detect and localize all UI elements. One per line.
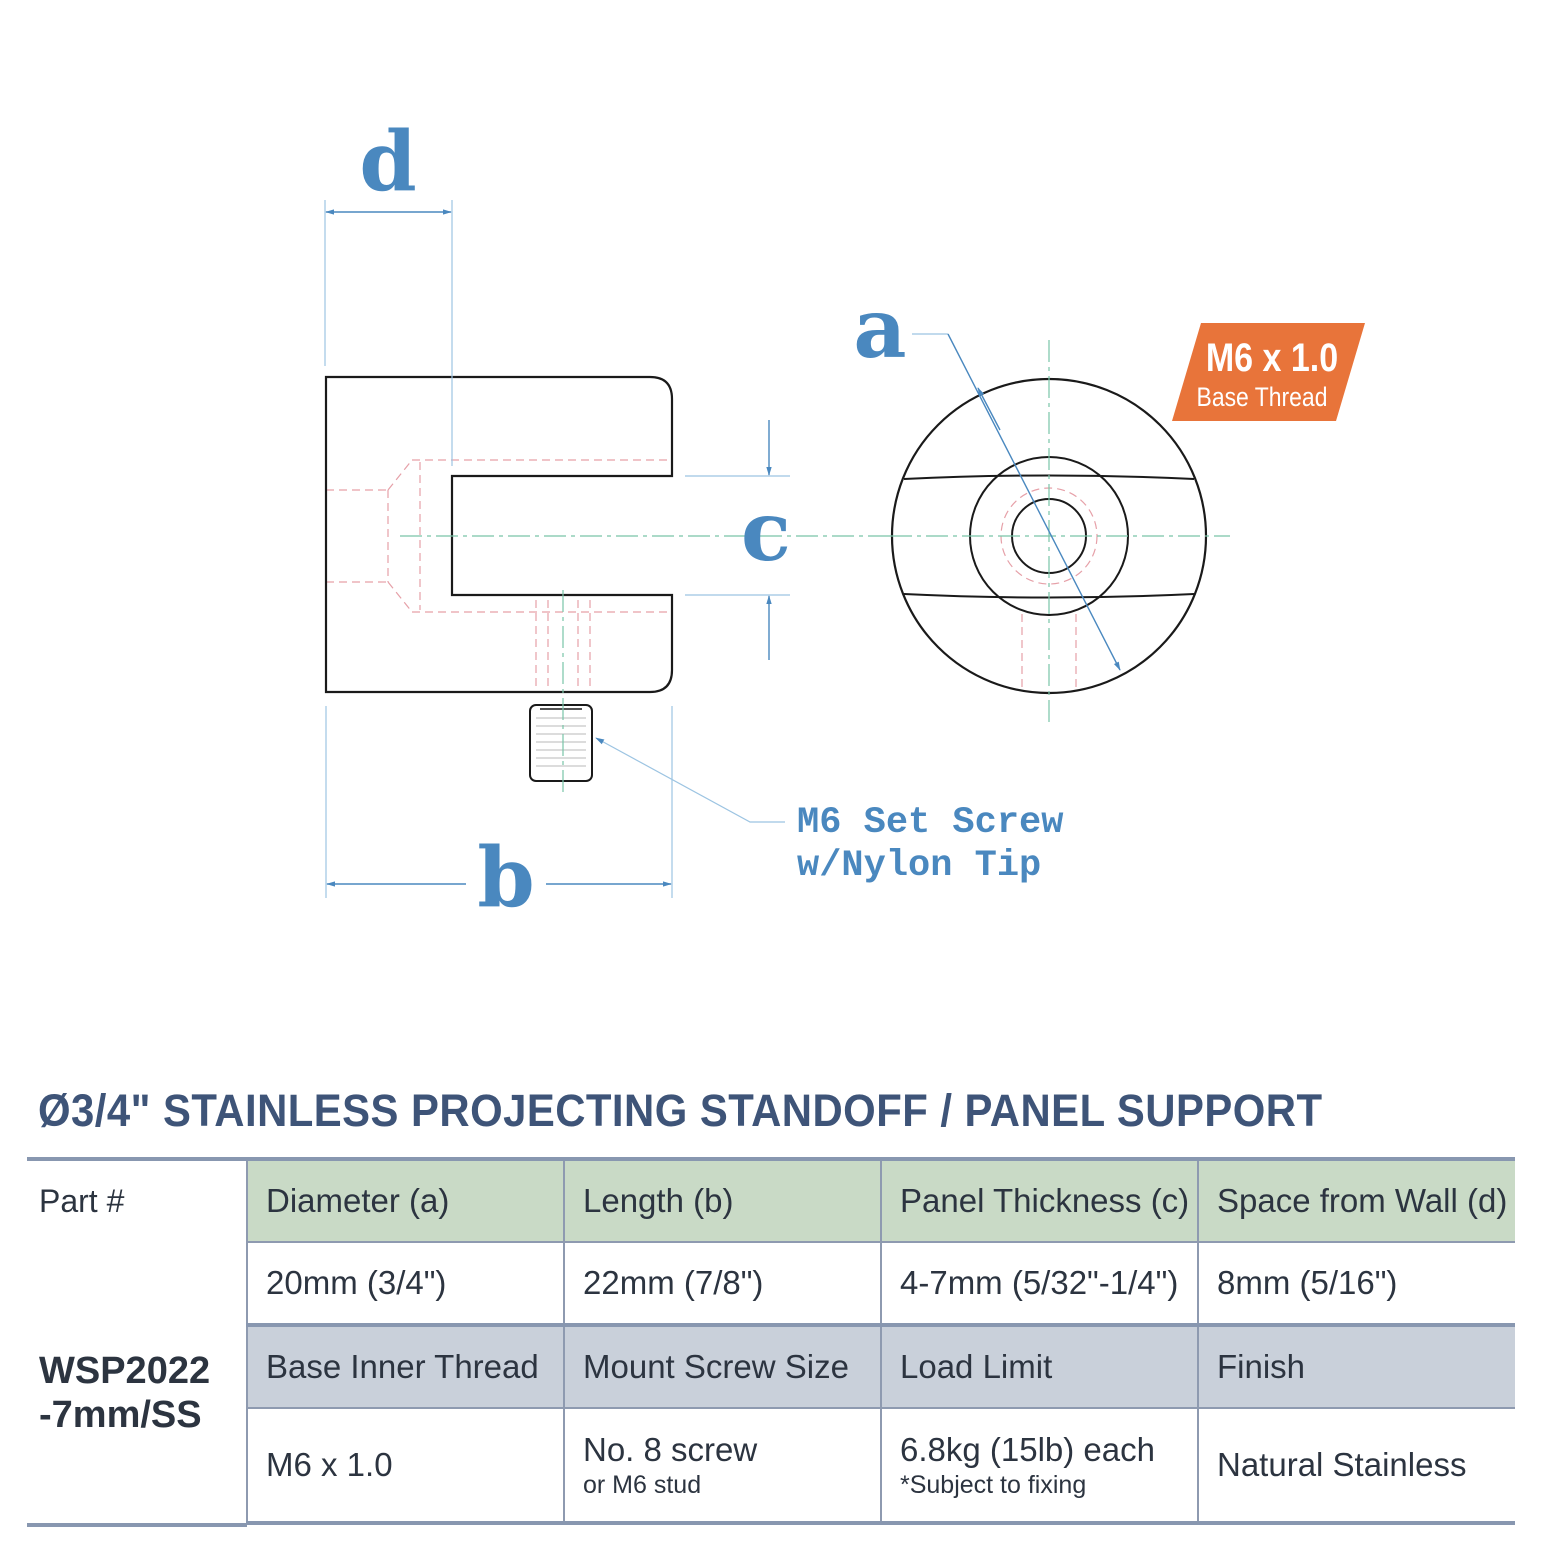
front-view	[890, 333, 1230, 725]
set-screw-leader	[595, 737, 785, 823]
value-mount-screw-size-main: No. 8 screw	[583, 1430, 758, 1468]
part-number-label: Part #	[27, 1157, 247, 1242]
header-load-limit: Load Limit	[880, 1323, 1198, 1409]
value-mount-screw-size: No. 8 screw or M6 stud	[563, 1408, 881, 1525]
header-base-inner-thread: Base Inner Thread	[246, 1323, 564, 1409]
standoff-body-outline	[324, 375, 674, 694]
header-panel-thickness: Panel Thickness (c)	[880, 1157, 1198, 1243]
part-number: WSP2022 -7mm/SS	[27, 1242, 247, 1523]
value-load-limit-main: 6.8kg (15lb) each	[900, 1430, 1155, 1468]
value-load-limit: 6.8kg (15lb) each *Subject to fixing	[880, 1408, 1198, 1525]
value-mount-screw-size-note: or M6 stud	[583, 1470, 702, 1499]
value-load-limit-note: *Subject to fixing	[900, 1470, 1087, 1499]
technical-drawing: d b c a M6 x 1.0 Base Thread M6 Set Scre…	[324, 114, 1365, 926]
value-length: 22mm (7/8")	[563, 1242, 881, 1325]
table-bottom-spacer	[1198, 1523, 1515, 1525]
set-screw-callout-line2: w/Nylon Tip	[797, 845, 1041, 887]
side-view-hidden-lines	[326, 459, 670, 690]
part-number-line1: WSP2022	[39, 1349, 211, 1392]
part-number-line2: -7mm/SS	[39, 1393, 202, 1436]
badge-subtitle: Base Thread	[1197, 382, 1328, 412]
value-base-inner-thread-main: M6 x 1.0	[266, 1446, 393, 1483]
table-value-row-2: M6 x 1.0 No. 8 screw or M6 stud 6.8kg (1…	[27, 1408, 1515, 1525]
side-view	[324, 375, 890, 795]
set-screw-callout-line1: M6 Set Screw	[797, 802, 1063, 844]
dimension-a-line	[947, 333, 1121, 671]
dimension-label-c: c	[741, 484, 791, 580]
header-finish: Finish	[1197, 1323, 1515, 1409]
dimension-label-d: d	[359, 114, 416, 210]
value-finish: Natural Stainless	[1197, 1408, 1515, 1525]
header-space-from-wall: Space from Wall (d)	[1197, 1157, 1515, 1243]
table-bottom-spacer	[881, 1523, 1198, 1525]
table-bottom-spacer	[564, 1523, 881, 1525]
value-space-from-wall: 8mm (5/16")	[1197, 1242, 1515, 1325]
header-mount-screw-size: Mount Screw Size	[563, 1323, 881, 1409]
table-value-row-1: WSP2022 -7mm/SS 20mm (3/4") 22mm (7/8") …	[27, 1242, 1515, 1436]
value-panel-thickness: 4-7mm (5/32"-1/4")	[880, 1242, 1198, 1325]
product-title: Ø3/4" STAINLESS PROJECTING STANDOFF / PA…	[38, 1085, 1323, 1136]
spec-table: Part # Diameter (a) Length (b) Panel Thi…	[27, 1157, 1515, 1527]
set-screw	[529, 704, 593, 782]
base-thread-badge: M6 x 1.0 Base Thread	[1172, 323, 1365, 421]
badge-title: M6 x 1.0	[1206, 334, 1338, 379]
dimension-lines	[324, 200, 790, 898]
header-length: Length (b)	[563, 1157, 881, 1243]
table-header-row-2: Base Inner Thread Mount Screw Size Load …	[27, 1323, 1515, 1409]
table-header-row-1: Part # Diameter (a) Length (b) Panel Thi…	[27, 1157, 1515, 1243]
value-diameter: 20mm (3/4")	[246, 1242, 564, 1325]
value-finish-main: Natural Stainless	[1217, 1446, 1467, 1483]
header-diameter: Diameter (a)	[246, 1157, 564, 1243]
table-bottom-rule-row	[27, 1521, 1515, 1527]
table-bottom-spacer	[247, 1523, 564, 1525]
dimension-label-a: a	[853, 281, 906, 377]
value-base-inner-thread: M6 x 1.0	[246, 1408, 564, 1525]
table-bottom-rule	[27, 1521, 247, 1527]
dimension-label-b: b	[477, 830, 534, 926]
